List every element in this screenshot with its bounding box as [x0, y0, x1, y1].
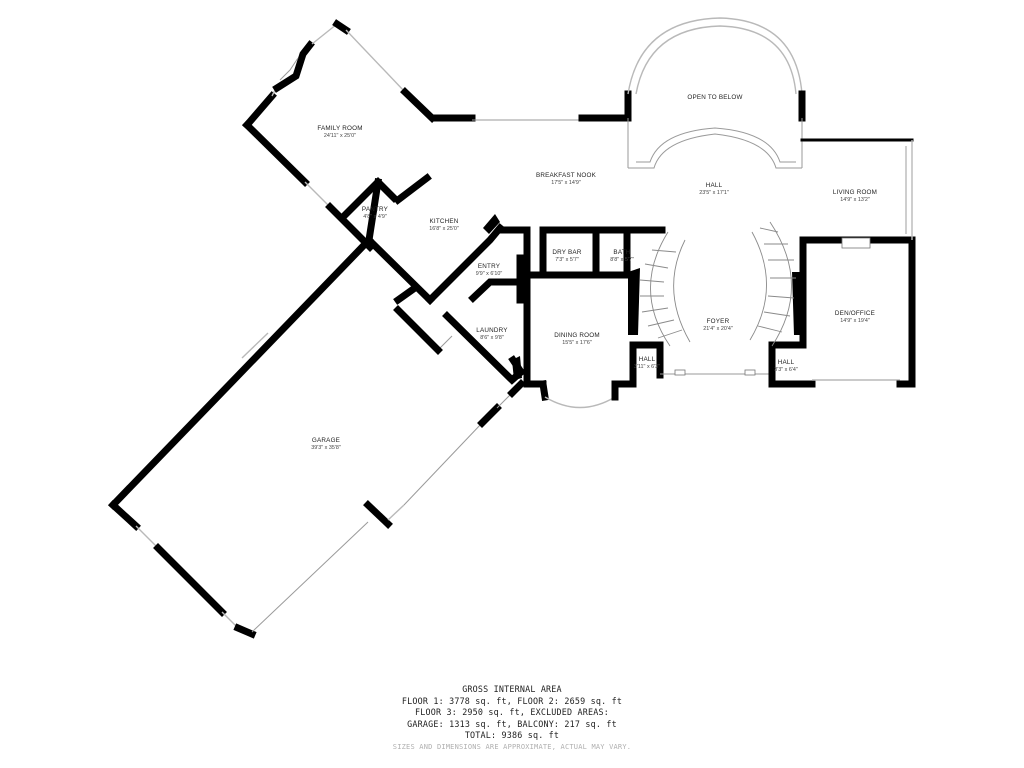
dry-bar-label: DRY BAR	[552, 249, 581, 256]
stair-left	[639, 231, 691, 347]
bath-dims: 8'8" x 5'7"	[610, 257, 634, 263]
summary-line-1: FLOOR 1: 3778 sq. ft, FLOOR 2: 2659 sq. …	[401, 695, 623, 706]
laundry-label: LAUNDRY	[476, 327, 508, 334]
den-office-dims: 14'9" x 19'4"	[840, 318, 870, 324]
living-room-dims: 14'9" x 13'2"	[840, 197, 870, 203]
summary-title: GROSS INTERNAL AREA	[462, 684, 562, 694]
garage-walls	[108, 235, 526, 639]
room-labels: FAMILY ROOM 24'11" x 25'0" BREAKFAST NOO…	[311, 94, 877, 451]
pantry-dims: 4'8" x 4'9"	[363, 214, 387, 220]
summary-line-4: TOTAL: 9386 sq. ft	[464, 730, 560, 741]
garage-dims: 39'3" x 35'8"	[311, 445, 341, 451]
hall-upper-label: HALL	[706, 182, 723, 189]
kitchen-walls	[364, 214, 666, 385]
summary-line-3: GARAGE: 1313 sq. ft, BALCONY: 217 sq. ft	[407, 718, 617, 729]
entry-label: ENTRY	[478, 263, 501, 270]
family-room-dims: 24'11" x 25'0"	[324, 133, 356, 139]
hall-left-label: HALL	[639, 356, 656, 363]
bath-label: BATH	[613, 249, 630, 256]
hall-upper-dims: 23'5" x 17'1"	[699, 190, 729, 196]
hall-right-dims: 3'3" x 6'4"	[774, 367, 798, 373]
area-summary: GROSS INTERNAL AREA FLOOR 1: 3778 sq. ft…	[0, 684, 1024, 752]
dining-room-dims: 15'5" x 17'6"	[562, 340, 592, 346]
dining-room-label: DINING ROOM	[554, 332, 600, 339]
kitchen-label: KITCHEN	[429, 218, 458, 225]
family-room-label: FAMILY ROOM	[317, 125, 362, 132]
dining-room-walls	[523, 271, 664, 409]
den-office-label: DEN/OFFICE	[835, 310, 875, 317]
open-to-below-label: OPEN TO BELOW	[687, 94, 742, 101]
dry-bar-dims: 7'3" x 5'7"	[555, 257, 579, 263]
laundry-dims: 8'6" x 9'8"	[480, 335, 504, 341]
living-room-label: LIVING ROOM	[833, 189, 877, 196]
kitchen-dims: 16'8" x 25'0"	[429, 226, 459, 232]
summary-line-2: FLOOR 3: 2950 sq. ft, EXCLUDED AREAS:	[415, 707, 609, 718]
pantry-label: PANTRY	[362, 206, 389, 213]
stair-right	[749, 221, 796, 347]
summary-disclaimer: SIZES AND DIMENSIONS ARE APPROXIMATE, AC…	[392, 742, 632, 751]
entry-dims: 9'9" x 6'10"	[476, 271, 503, 277]
family-room-walls	[242, 19, 632, 252]
breakfast-nook-dims: 17'5" x 14'9"	[551, 180, 581, 186]
breakfast-nook-label: BREAKFAST NOOK	[536, 172, 597, 179]
foyer-dims: 21'4" x 20'4"	[703, 326, 733, 332]
foyer-label: FOYER	[707, 318, 730, 325]
upper-walls	[624, 17, 914, 249]
garage-label: GARAGE	[312, 437, 340, 444]
hall-left-dims: 3'11" x 6'3"	[634, 364, 660, 370]
hall-right-label: HALL	[778, 359, 795, 366]
foyer-walls	[628, 236, 916, 388]
